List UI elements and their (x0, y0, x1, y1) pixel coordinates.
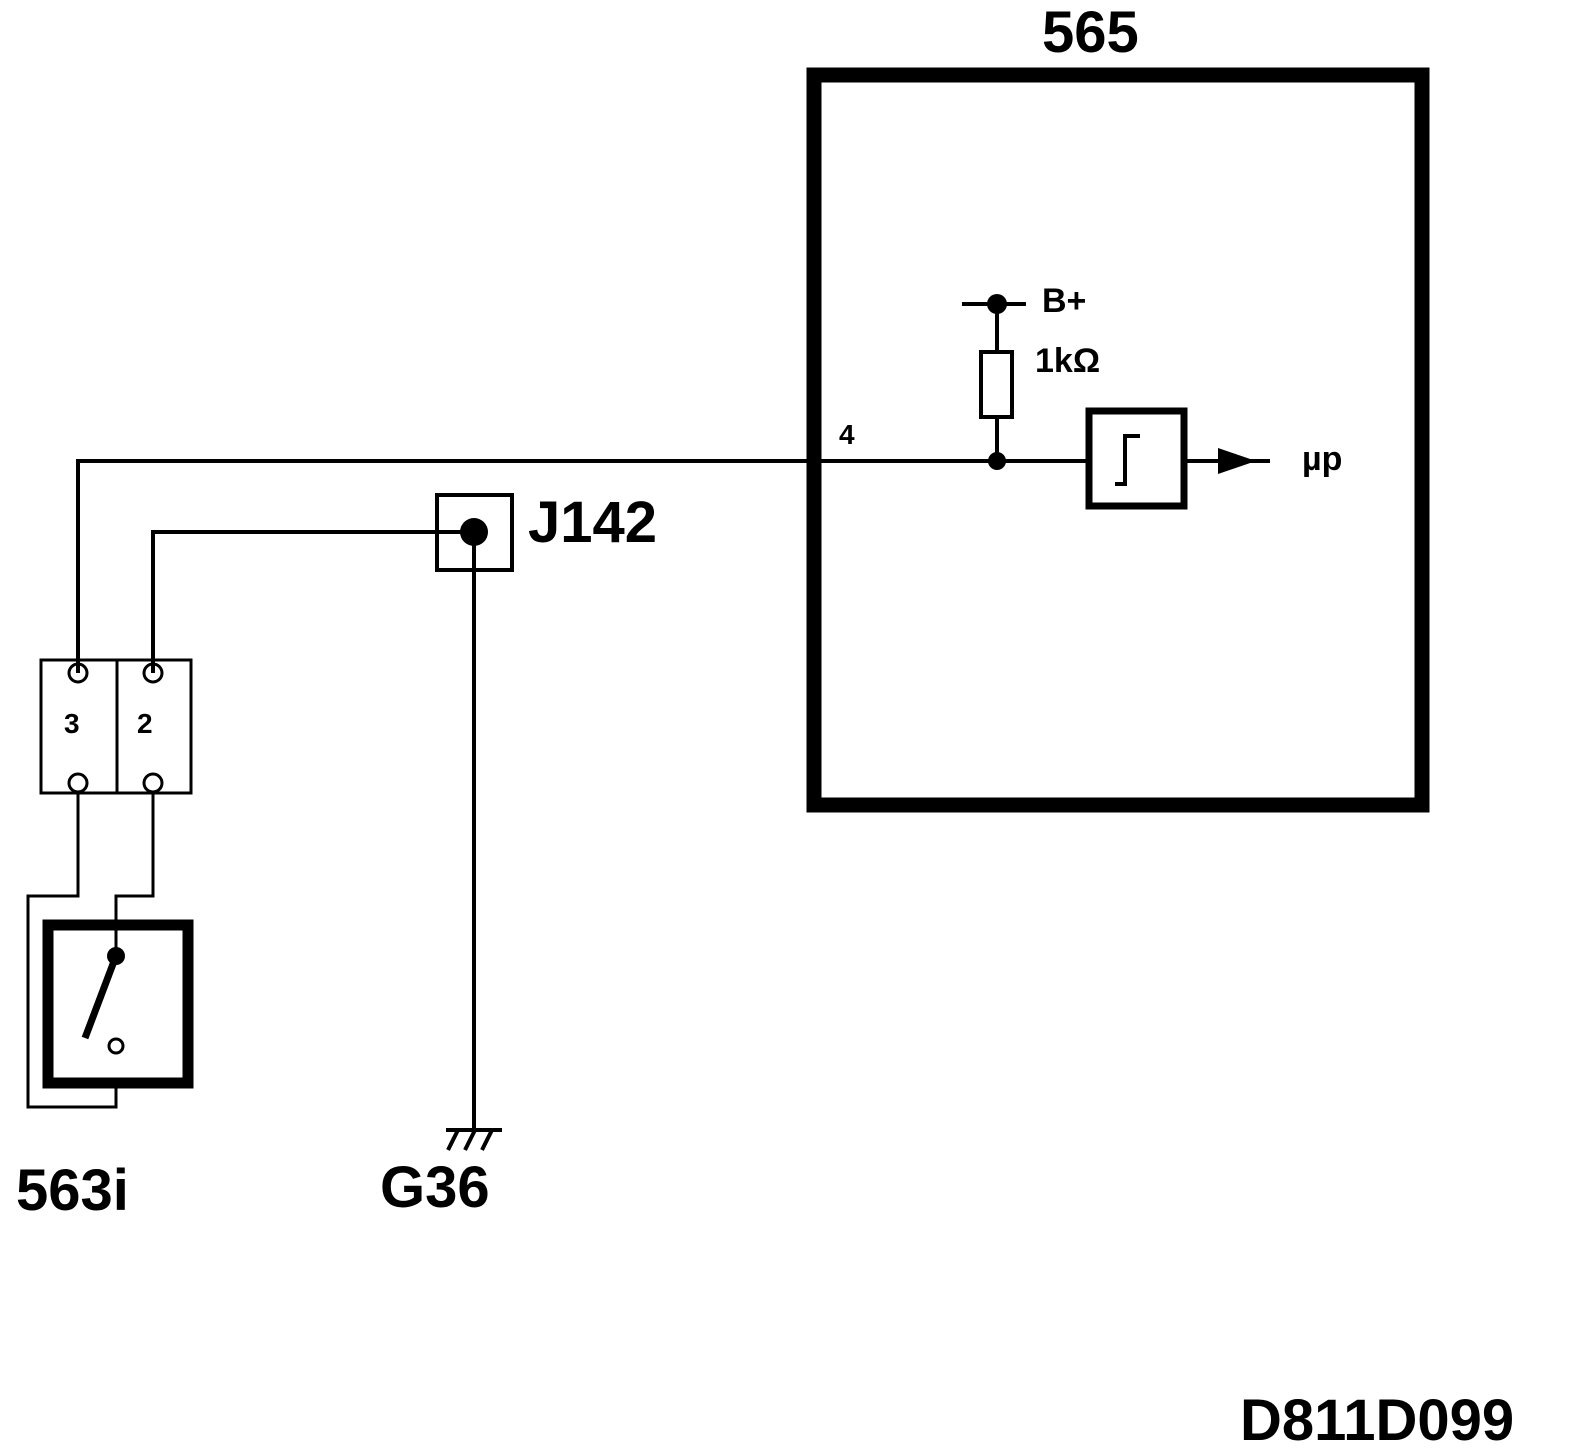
resistor-1k (979, 350, 1014, 419)
pin-2-label: 2 (137, 708, 153, 739)
pull-up-circuit: B+ 1kΩ (962, 282, 1100, 470)
pin-3-top-contact (67, 662, 89, 684)
signal-wire-pin4: 4 (76, 419, 1089, 673)
module-565-label: 565 (1042, 0, 1139, 65)
schmitt-trigger-box (1085, 407, 1188, 510)
module-565-outline (806, 67, 1430, 813)
schmitt-trigger: µp (1085, 407, 1342, 510)
connector-3-2: 3 2 (39, 658, 193, 795)
switch-contact (107, 1037, 125, 1055)
switch-lever-icon (81, 954, 120, 1040)
switch-563i: 563i (16, 792, 194, 1223)
jack-j142: J142 (151, 490, 657, 1130)
jack-j142-label: J142 (528, 490, 657, 555)
pin-4-label: 4 (839, 419, 855, 450)
pin-2-bottom-contact (142, 772, 164, 794)
ground-label: G36 (380, 1155, 490, 1220)
pin-3-label: 3 (64, 708, 80, 739)
output-label: µp (1302, 440, 1342, 478)
pin-3-bottom-contact (67, 772, 89, 794)
module-565: 565 (806, 0, 1430, 813)
ground-g36: G36 (380, 1128, 502, 1220)
resistor-label: 1kΩ (1035, 342, 1100, 380)
pin-2-top-contact (142, 662, 164, 684)
switch-563i-housing (42, 919, 194, 1089)
junction-node (988, 452, 1006, 470)
switch-563i-label: 563i (16, 1158, 129, 1223)
drawing-number: D811D099 (1240, 1388, 1514, 1452)
output-arrow-icon (1218, 448, 1256, 474)
b-plus-label: B+ (1042, 282, 1086, 320)
hysteresis-icon (1115, 434, 1140, 486)
